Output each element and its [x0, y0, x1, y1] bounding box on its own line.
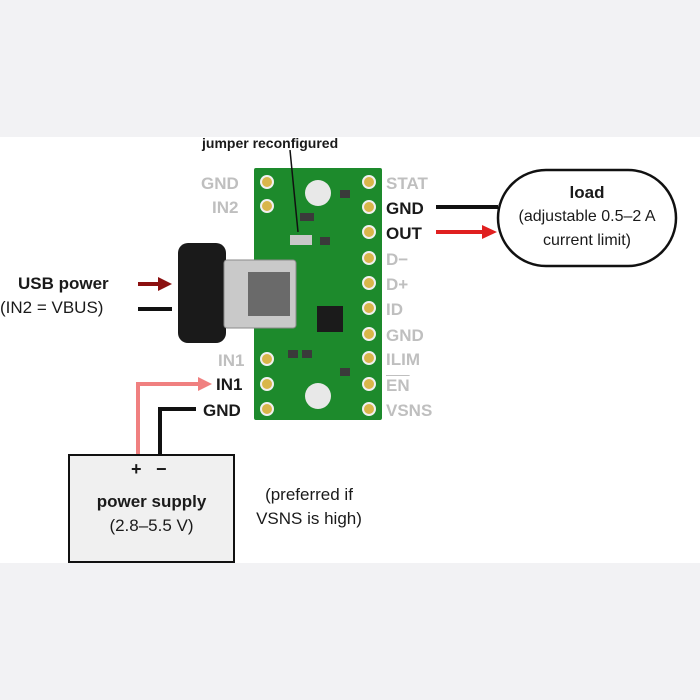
- pin-label-ilim: ILIM: [386, 350, 420, 369]
- pin-label-left-in2: IN2: [212, 198, 239, 217]
- pin-label-en: EN: [386, 376, 410, 395]
- load-description-line1: (adjustable 0.5–2 A: [518, 208, 656, 225]
- pin-label-id: ID: [386, 300, 403, 319]
- jumper-label: jumper reconfigured: [202, 135, 339, 151]
- component: [302, 350, 312, 358]
- load-description-line2: current limit): [542, 232, 631, 249]
- pin-label-d-minus: D−: [386, 250, 409, 269]
- pin-label-left-gnd-top: GND: [201, 174, 239, 193]
- mounting-hole-top: [305, 180, 331, 206]
- pin-label-out: OUT: [386, 224, 422, 243]
- power-supply-range: (2.8–5.5 V): [109, 516, 194, 535]
- pin-label-d-plus: D+: [386, 275, 409, 294]
- preferred-note-line2: VSNS is high): [256, 509, 362, 528]
- pin-label-left-in1-upper: IN1: [218, 351, 245, 370]
- component: [300, 213, 314, 221]
- load-box: [496, 168, 678, 268]
- usb-power-arrow-head: [158, 277, 172, 291]
- jumper-pad: [290, 235, 312, 245]
- usb-power-title: USB power: [18, 274, 109, 293]
- power-supply-title: power supply: [96, 492, 207, 511]
- load-title: load: [569, 183, 605, 202]
- ic-chip: [317, 306, 343, 332]
- pin-label-gnd-lower: GND: [386, 326, 424, 345]
- mounting-hole-bottom: [305, 383, 331, 409]
- pin-label-vsns: VSNS: [386, 401, 433, 420]
- ps-positive-wire: [136, 382, 200, 455]
- component: [340, 368, 350, 376]
- component: [320, 237, 330, 245]
- pin-label-left-gnd: GND: [203, 401, 241, 420]
- usb-power-subtitle: (IN2 = VBUS): [0, 298, 104, 317]
- load-out-arrow-head: [482, 225, 497, 239]
- component: [288, 350, 298, 358]
- ps-negative-wire: [158, 407, 196, 455]
- usb-connector-slot: [248, 272, 290, 316]
- pcb-board: [254, 168, 382, 420]
- right-pads: [362, 175, 376, 416]
- ps-minus-label: −: [156, 459, 167, 479]
- component: [340, 190, 350, 198]
- ps-plus-label: +: [131, 459, 142, 479]
- pin-label-stat: STAT: [386, 174, 428, 193]
- usb-plug: [178, 243, 226, 343]
- power-supply-box: [68, 454, 235, 563]
- pin-label-left-in1: IN1: [216, 375, 243, 394]
- left-pads: [260, 175, 274, 416]
- preferred-note-line1: (preferred if: [265, 485, 353, 504]
- pin-label-gnd: GND: [386, 199, 424, 218]
- jumper-pointer: [289, 149, 299, 233]
- ps-positive-arrow-head: [198, 377, 212, 391]
